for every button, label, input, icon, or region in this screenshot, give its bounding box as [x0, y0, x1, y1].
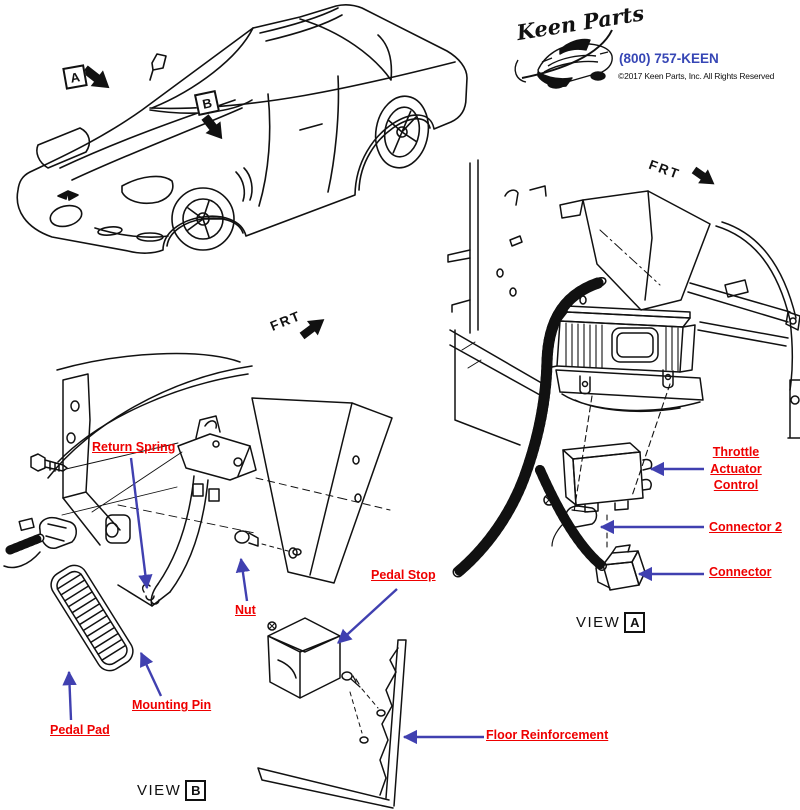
frt-arrow-view-a — [691, 166, 715, 185]
view-b-caption: VIEW B — [137, 780, 207, 801]
mounting-pin-pointer — [139, 651, 163, 697]
callout-b-arrow — [201, 114, 223, 140]
pedal-pad-pointer — [62, 670, 77, 721]
label-return-spring[interactable]: Return Spring — [92, 440, 176, 454]
callout-arrows — [82, 65, 715, 340]
copyright-text: ©2017 Keen Parts, Inc. All Rights Reserv… — [618, 71, 775, 81]
label-floor-reinforcement[interactable]: Floor Reinforcement — [486, 728, 609, 742]
label-pedal-pad[interactable]: Pedal Pad — [50, 723, 110, 737]
phone-number: (800) 757-KEEN — [619, 51, 719, 66]
logo-car-sketch — [514, 29, 613, 89]
pedal-assembly-illustration — [3, 352, 407, 809]
view-a-caption-word: VIEW — [576, 614, 621, 631]
nut-pointer — [235, 557, 250, 602]
label-throttle-line1: Throttle — [712, 445, 760, 459]
callout-b: B — [193, 89, 221, 117]
label-throttle-line2: Actuator — [710, 461, 762, 476]
label-connector-2[interactable]: Connector 2 — [709, 520, 782, 534]
pedal-stop-pointer — [337, 588, 398, 644]
view-a-caption: VIEW A — [576, 612, 646, 633]
callout-a-arrow — [82, 65, 110, 89]
label-throttle-actuator-control[interactable]: Throttle Actuator Control — [700, 444, 772, 494]
label-throttle-line3: Control — [713, 478, 759, 492]
view-b-caption-word: VIEW — [137, 782, 182, 799]
car-illustration — [16, 3, 468, 254]
label-nut[interactable]: Nut — [235, 603, 256, 617]
label-pedal-stop[interactable]: Pedal Stop — [371, 568, 436, 582]
return-spring-pointer — [129, 457, 153, 590]
label-connector[interactable]: Connector — [709, 565, 772, 579]
view-a-caption-letter: A — [624, 612, 646, 633]
view-b-caption-letter: B — [185, 780, 207, 801]
frt-arrow-view-b — [299, 319, 325, 340]
label-mounting-pin[interactable]: Mounting Pin — [132, 698, 212, 712]
callout-a: A — [62, 64, 88, 90]
throttle-actuator-illustration — [447, 159, 800, 591]
pointer-arrows — [62, 457, 704, 745]
